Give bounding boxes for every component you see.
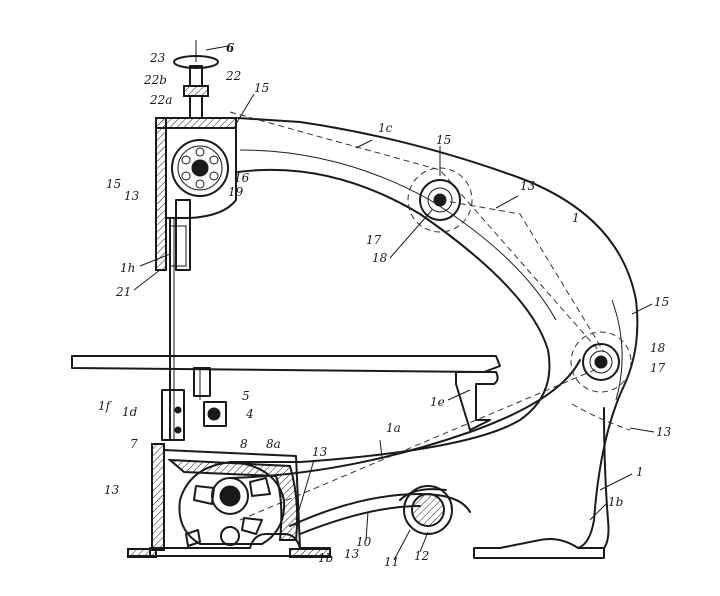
ref-4: 4: [245, 407, 254, 421]
ref-16-upper: 16: [234, 171, 250, 185]
ref-15-top: 15: [254, 81, 269, 95]
ref-13-right: 13: [656, 425, 672, 439]
saw-blade: [169, 217, 175, 441]
ref-1-lower: 1: [636, 465, 644, 479]
ref-8: 8: [240, 437, 248, 451]
ref-15-left: 15: [106, 177, 121, 191]
ref-6: 6: [226, 41, 235, 55]
ref-13-lower-left: 13: [104, 483, 120, 497]
ref-12: 12: [414, 549, 429, 563]
ref-21: 21: [115, 285, 131, 299]
ref-15-rear: 15: [654, 295, 669, 309]
reference-numerals: 23 6 22b 22 22a 15 1c 15 15 13 16 19 13 …: [98, 41, 672, 569]
lower-housing: [151, 443, 301, 551]
lower-blade-guide: [161, 389, 227, 441]
ref-23: 23: [149, 51, 166, 65]
ref-1a: 1a: [386, 421, 401, 435]
ref-1b-bottom: 1b: [318, 551, 333, 565]
work-table: [71, 355, 501, 431]
motor-pulley: [399, 485, 453, 535]
ref-13-upper: 13: [520, 179, 536, 193]
ref-1e: 1e: [430, 395, 445, 409]
ref-5: 5: [242, 389, 250, 403]
ref-13-left: 13: [124, 189, 140, 203]
ref-1b-right: 1b: [608, 495, 623, 509]
ref-22a: 22a: [149, 93, 172, 107]
upper-wheel: [171, 139, 229, 197]
dashed-link-lines: [229, 111, 632, 521]
base-foot-right: [473, 538, 605, 559]
ref-13-lower: 13: [312, 445, 328, 459]
ref-17-rear: 17: [650, 361, 666, 375]
pivot-rear: [582, 343, 620, 381]
ref-15-upper: 15: [436, 133, 451, 147]
ref-13-bottom: 13: [344, 547, 360, 561]
pivot-upper: [419, 179, 461, 221]
tension-screw: [173, 40, 219, 119]
ref-19: 19: [228, 185, 244, 199]
ref-17-upper: 17: [366, 233, 382, 247]
crank-wheel: [178, 461, 286, 547]
ref-1f: 1f: [98, 399, 113, 413]
upper-head-housing: [155, 117, 237, 271]
ref-1d: 1d: [122, 405, 138, 419]
ref-18-upper: 18: [372, 251, 388, 265]
ref-1-upper: 1: [572, 211, 580, 225]
ref-8a: 8a: [266, 437, 281, 451]
ref-1c: 1c: [378, 121, 393, 135]
ref-22: 22: [225, 69, 241, 83]
ref-10: 10: [356, 535, 372, 549]
ref-22b: 22b: [143, 73, 167, 87]
ref-11: 11: [384, 555, 399, 569]
ref-1h: 1h: [120, 261, 135, 275]
ref-18-rear: 18: [650, 341, 666, 355]
ref-7: 7: [130, 437, 138, 451]
